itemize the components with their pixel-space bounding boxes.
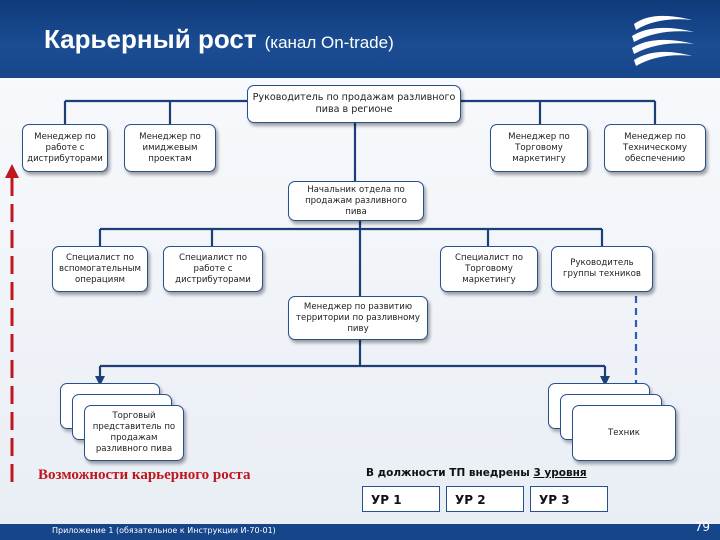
org-level1-label: Менеджер по Техническому обеспечению [623, 131, 687, 164]
levels-note-count: 3 уровня [533, 467, 587, 479]
footer-bar: Приложение 1 (обязательное к Инструкции … [0, 520, 720, 540]
level-box-1: УР 1 [362, 486, 440, 512]
org-level1-box: Менеджер по имиджевым проектам [124, 124, 216, 172]
org-level1-label: Менеджер по работе с дистрибуторами [27, 131, 103, 164]
footer-note: Приложение 1 (обязательное к Инструкции … [52, 526, 276, 535]
org-level2-label: Специалист по вспомогательным операциям [59, 252, 141, 285]
levels-note-prefix: В должности ТП внедрены [366, 467, 534, 479]
org-level2-label: Специалист по работе с дистрибуторами [175, 252, 251, 285]
dept-head-box: Начальник отдела по продажам разливного … [288, 181, 424, 221]
sales-rep-box: Торговый представитель по продажам разли… [84, 405, 184, 461]
technician-label: Техник [607, 427, 641, 438]
career-opportunities-label: Возможности карьерного роста [38, 467, 251, 483]
org-level1-box: Менеджер по Торговому маркетингу [490, 124, 588, 172]
title-main: Карьерный рост [44, 24, 257, 54]
territory-manager-box: Менеджер по развитию территории по разли… [288, 296, 428, 340]
territory-manager-label: Менеджер по развитию территории по разли… [296, 301, 420, 334]
title-subtitle: (канал On-trade) [264, 33, 394, 52]
dept-head-label: Начальник отдела по продажам разливного … [305, 184, 407, 217]
org-level2-label: Руководитель группы техников [563, 258, 641, 279]
level-box-3: УР 3 [530, 486, 608, 512]
page-title: Карьерный рост (канал On-trade) [44, 24, 394, 55]
org-level2-box: Руководитель группы техников [551, 246, 653, 292]
org-level2-box: Специалист по вспомогательным операциям [52, 246, 148, 292]
org-head-label: Руководитель по продажам разливного пива… [252, 92, 456, 115]
level-box-2: УР 2 [446, 486, 524, 512]
technician-box: Техник [572, 405, 676, 461]
org-level2-box: Специалист по работе с дистрибуторами [163, 246, 263, 292]
sales-rep-label: Торговый представитель по продажам разли… [92, 411, 176, 454]
page-number: 79 [694, 520, 710, 534]
levels-note: В должности ТП внедрены 3 уровня [366, 467, 587, 479]
org-level1-label: Менеджер по имиджевым проектам [139, 131, 201, 164]
wave-logo-icon [632, 15, 694, 66]
org-level2-label: Специалист по Торговому маркетингу [454, 252, 524, 285]
header-bar: Карьерный рост (канал On-trade) [0, 0, 720, 78]
org-level1-box: Менеджер по Техническому обеспечению [604, 124, 706, 172]
org-level1-box: Менеджер по работе с дистрибуторами [22, 124, 108, 172]
org-level1-label: Менеджер по Торговому маркетингу [508, 131, 570, 164]
org-head-box: Руководитель по продажам разливного пива… [247, 85, 461, 123]
org-level2-box: Специалист по Торговому маркетингу [440, 246, 538, 292]
